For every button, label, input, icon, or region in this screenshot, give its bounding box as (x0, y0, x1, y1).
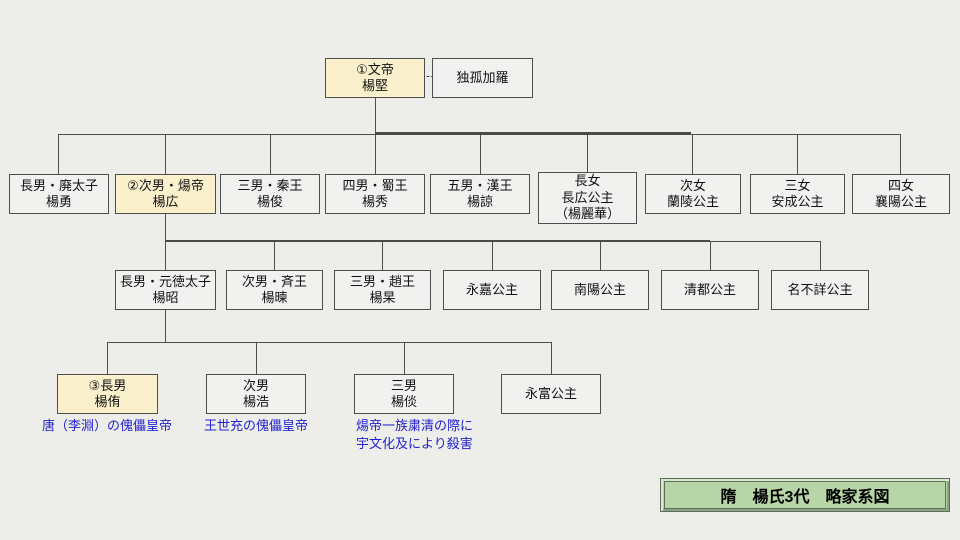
node-yangyong: 長男・廃太子 楊勇 (9, 174, 109, 214)
node-yangjian-qiwang: 次男・斉王 楊暕 (226, 270, 323, 310)
chart-title-box: 隋 楊氏3代 略家系図 (660, 478, 950, 512)
node-seito-koshu: 清都公主 (661, 270, 759, 310)
connector (404, 342, 405, 374)
node-fumei-koshu: 名不詳公主 (771, 270, 869, 310)
node-yanggao: 三男・趙王 楊杲 (334, 270, 431, 310)
connector (375, 135, 376, 174)
note-yangyou-puppet: 唐（李淵）の傀儡皇帝 (41, 418, 172, 433)
node-eifu-koshu: 永富公主 (501, 374, 601, 414)
connector (587, 135, 588, 172)
connector (256, 342, 257, 374)
connector-gen3-thick (165, 240, 710, 242)
node-nanyo-koshu: 南陽公主 (551, 270, 649, 310)
connector (382, 241, 383, 270)
spouse-dashed-connector (422, 76, 434, 77)
connector (165, 135, 166, 174)
connector-gen4 (107, 342, 552, 343)
connector (165, 310, 166, 342)
connector-gen2-thick (375, 132, 691, 135)
node-sanjo-anseikoshu: 三女 安成公主 (750, 174, 845, 214)
node-dokkokara: 独孤加羅 (432, 58, 533, 98)
connector (165, 241, 166, 270)
connector (274, 241, 275, 270)
node-chojo-chokokoshu: 長女 長広公主 （楊麗華） (538, 172, 637, 224)
connector (600, 241, 601, 270)
connector (270, 135, 271, 174)
connector (375, 98, 376, 135)
connector (797, 135, 798, 174)
node-eika-koshu: 永嘉公主 (443, 270, 541, 310)
node-yonjo-joyokoshu: 四女 襄陽公主 (852, 174, 950, 214)
connector (820, 241, 821, 270)
chart-title: 隋 楊氏3代 略家系図 (664, 481, 946, 509)
node-jijo-ranryokoshu: 次女 蘭陵公主 (645, 174, 741, 214)
node-yangjun: 三男・秦王 楊俊 (220, 174, 320, 214)
node-yangyou-gongdi: ③長男 楊侑 (57, 374, 158, 414)
connector (58, 135, 59, 174)
node-yangtan: 三男 楊倓 (354, 374, 454, 414)
connector (480, 135, 481, 174)
node-wendi-yangjian: ①文帝 楊堅 (325, 58, 425, 98)
node-yangliang: 五男・漢王 楊諒 (430, 174, 530, 214)
note-yangtan-killed: 煬帝一族粛清の際に 宇文化及により殺害 (356, 418, 474, 451)
node-yangzhao: 長男・元徳太子 楊昭 (115, 270, 216, 310)
connector (551, 342, 552, 374)
node-yangguang-yangdi: ②次男・煬帝 楊広 (115, 174, 216, 214)
connector (692, 135, 693, 174)
connector (710, 241, 711, 270)
connector (165, 214, 166, 241)
note-yanghao-puppet: 王世充の傀儡皇帝 (203, 418, 308, 433)
connector (107, 342, 108, 374)
connector (492, 241, 493, 270)
connector (900, 135, 901, 174)
node-yanghao: 次男 楊浩 (206, 374, 306, 414)
node-yangxiu: 四男・蜀王 楊秀 (325, 174, 425, 214)
